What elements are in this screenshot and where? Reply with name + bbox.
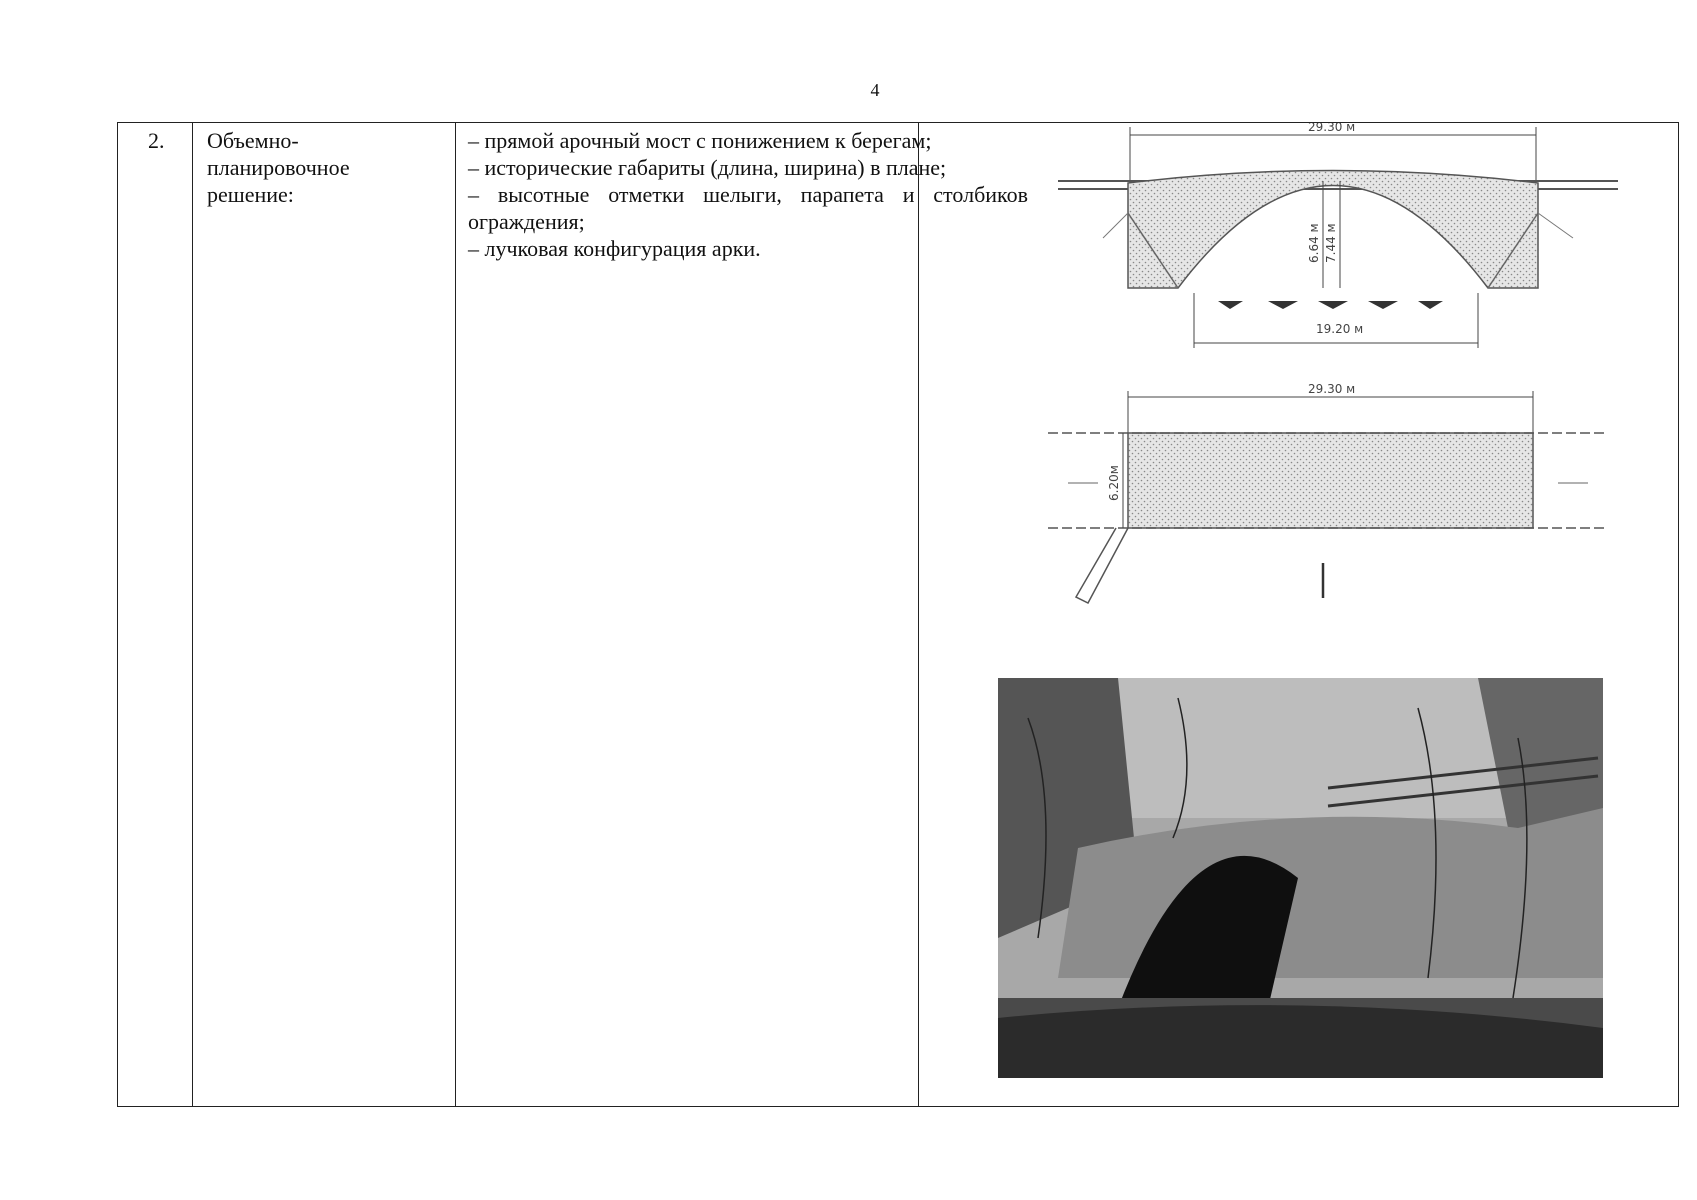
row-number: 2. — [148, 128, 165, 153]
bridge-deck-plan — [1127, 432, 1534, 529]
description-item: – исторические габариты (длина, ширина) … — [468, 155, 947, 180]
plan-width-dimension: 6.20м — [1107, 465, 1121, 501]
elevation-span-dimension: 19.20 м — [1316, 322, 1363, 336]
elevation-inner-height: 6.64 м — [1307, 223, 1321, 263]
elevation-top-dimension: 29.30 м — [1308, 123, 1355, 134]
bridge-elevation-drawing: 29.30 м 6.64 м 7.44 м 19.20 м — [1058, 123, 1618, 348]
requirements-table: 2. Объемно- планировочное решение: – пря… — [117, 122, 1679, 1107]
column-divider — [455, 123, 456, 1106]
description-item: – прямой арочный мост с понижением к бер… — [468, 128, 932, 153]
description-item: – лучковая конфигурация арки. — [468, 236, 761, 261]
bridge-photo — [998, 678, 1603, 1078]
elevation-outer-height: 7.44 м — [1324, 223, 1338, 263]
row-name: Объемно- планировочное решение: — [207, 128, 350, 207]
row-description: – прямой арочный мост с понижением к бер… — [468, 127, 1028, 262]
description-item: – высотные отметки шелыги, парапета и ст… — [468, 182, 1028, 234]
page-number: 4 — [870, 80, 880, 100]
column-divider — [192, 123, 193, 1106]
bridge-plan-drawing: 29.30 м 6.20м — [1048, 383, 1608, 604]
column-divider — [918, 123, 919, 1106]
plan-length-dimension: 29.30 м — [1308, 383, 1355, 396]
